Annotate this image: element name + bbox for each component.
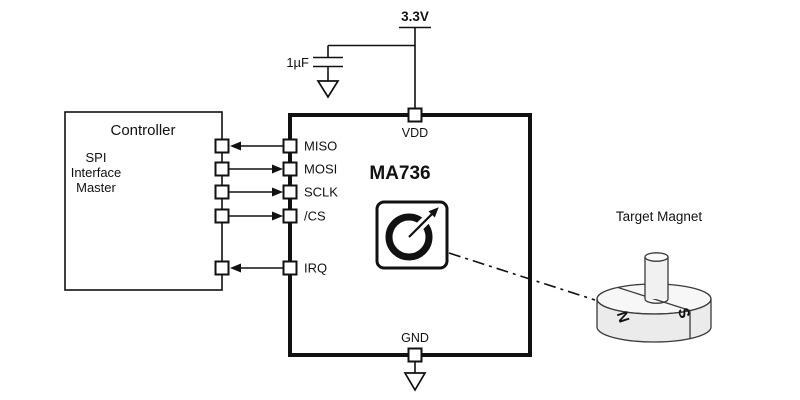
target-magnet: Target Magnet N S — [596, 209, 712, 343]
chip-pin-vdd — [407, 107, 423, 123]
controller-role-line3: Master — [76, 180, 116, 195]
target-magnet-label: Target Magnet — [616, 209, 703, 224]
gnd-connection — [403, 361, 427, 392]
magnet-pole-n-label: N — [613, 309, 633, 325]
pin-label-mosi: MOSI — [304, 162, 337, 177]
power-supply: 3.3V 1µF — [286, 9, 431, 108]
sensor-chip: MA736 MISO MOSI SCLK /CS IRQ VDD GND — [282, 107, 532, 363]
chip-pin-mosi — [282, 161, 298, 177]
magnet-disc-side — [596, 298, 712, 343]
shaft-top-face — [644, 252, 669, 262]
chip-pin-irq — [282, 260, 298, 276]
miso-arrowhead-left-icon — [230, 141, 241, 151]
miso-signal-arrow — [230, 141, 283, 151]
controller-pin-sclk — [214, 184, 230, 200]
shaft-base-arc — [644, 298, 669, 304]
mosi-signal-arrow — [229, 164, 283, 174]
controller-box — [64, 111, 223, 291]
cs-arrowhead-right-icon — [272, 211, 283, 221]
controller-role-line2: Interface — [71, 165, 122, 180]
pin-label-vdd: VDD — [402, 126, 428, 140]
controller-pin-irq — [214, 260, 230, 276]
chip-pin-miso — [282, 138, 298, 154]
mosi-arrowhead-right-icon — [272, 164, 283, 174]
sensor-icon-ring — [385, 213, 433, 261]
controller-role-line1: SPI — [86, 150, 107, 165]
cs-signal-arrow — [229, 211, 283, 221]
pin-label-cs: /CS — [304, 209, 326, 224]
pin-label-sclk: SCLK — [304, 185, 338, 200]
controller-pin-cs — [214, 208, 230, 224]
ground-symbol-cap — [316, 80, 340, 99]
sensor-icon-angle-arrow — [408, 207, 439, 238]
controller: Controller SPI Interface Master — [64, 111, 230, 291]
capacitor-value-label: 1µF — [286, 55, 309, 70]
controller-pin-miso — [214, 138, 230, 154]
controller-title: Controller — [110, 122, 175, 139]
irq-signal-arrow — [230, 263, 283, 273]
spi-bus — [229, 141, 283, 273]
chip-name-label: MA736 — [369, 163, 430, 184]
pin-label-irq: IRQ — [304, 261, 327, 276]
ground-symbol-chip — [403, 372, 427, 392]
irq-arrowhead-left-icon — [230, 263, 241, 273]
controller-pin-mosi — [214, 161, 230, 177]
magnet-shaft — [644, 252, 669, 304]
supply-voltage-label: 3.3V — [401, 9, 429, 24]
chip-pin-gnd — [407, 347, 423, 363]
arrow-tip-icon — [428, 207, 439, 218]
chip-pin-sclk — [282, 184, 298, 200]
sclk-signal-arrow — [229, 187, 283, 197]
pin-label-gnd: GND — [401, 331, 429, 345]
pin-label-miso: MISO — [304, 139, 337, 154]
shaft-body — [645, 257, 668, 299]
chip-pin-cs — [282, 208, 298, 224]
angle-sensor-icon — [375, 200, 449, 270]
magnetic-coupling-line — [448, 252, 596, 301]
arrow-shaft — [408, 212, 434, 238]
sclk-arrowhead-right-icon — [272, 187, 283, 197]
magnet-pole-s-label: S — [674, 306, 693, 320]
